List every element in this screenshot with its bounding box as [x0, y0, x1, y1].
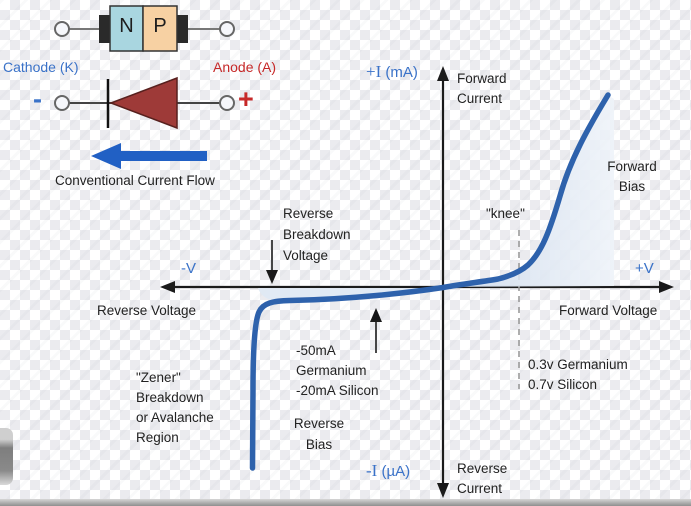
symbol-right-terminal [219, 95, 235, 111]
iv-curve [249, 92, 611, 471]
plus-i-symbol: +I [366, 62, 382, 81]
minus-i-symbol: -I [366, 461, 378, 480]
minus-i-unit: (µA) [377, 463, 411, 480]
n-region [109, 5, 144, 52]
y-axis-bottom-arrowhead [437, 483, 449, 498]
current-flow-caption: Conventional Current Flow [55, 173, 215, 188]
anode-triangle [108, 76, 178, 130]
bottom-edge-bar [0, 499, 691, 506]
reverse-voltage-label: Reverse Voltage [97, 303, 197, 318]
cathode-label: Cathode (K) [3, 59, 79, 75]
reverse-current-arrow [370, 308, 382, 353]
x-axis-right-arrowhead [659, 281, 674, 293]
diode-symbol [54, 76, 235, 130]
reverse-bias-label: Reverse Bias [293, 416, 345, 452]
x-axis-positive-label: +V [635, 260, 654, 277]
symbol-left-terminal [54, 95, 70, 111]
np-package [54, 5, 235, 52]
forward-bias-label: Forward Bias [607, 159, 657, 194]
anode-plus-sign: + [238, 84, 254, 114]
x-axis-negative-label: -V [181, 260, 196, 277]
breakdown-voltage-arrow [266, 240, 278, 284]
reverse-current-label: Reverse Current [457, 461, 508, 496]
cathode-minus-sign: - [33, 84, 42, 114]
left-edge-artifact [0, 428, 13, 485]
y-axis [437, 66, 449, 498]
p-region [142, 5, 178, 52]
plus-i-unit: (mA) [381, 64, 418, 81]
x-axis-left-arrowhead [160, 281, 175, 293]
package-left-terminal [54, 21, 70, 37]
knee-label: "knee" [486, 206, 525, 221]
forward-voltage-values-label: 0.3v Germanium 0.7v Silicon [528, 357, 628, 392]
x-axis [160, 281, 674, 293]
current-flow-arrow [91, 143, 207, 169]
y-axis-negative-label: -I (µA) [366, 461, 410, 482]
forward-current-label: Forward Current [457, 71, 507, 106]
forward-voltage-label: Forward Voltage [559, 303, 658, 318]
package-right-band [177, 15, 188, 43]
zener-region-label: "Zener" Breakdown or Avalanche Region [136, 370, 214, 445]
reverse-current-values-label: -50mA Germanium -20mA Silicon [296, 343, 379, 398]
package-right-terminal [219, 21, 235, 37]
forward-bias-fill [443, 95, 614, 287]
y-axis-positive-label: +I (mA) [366, 62, 418, 83]
y-axis-top-arrowhead [437, 66, 449, 81]
p-region-label: P [153, 15, 167, 37]
n-region-label: N [119, 15, 134, 37]
package-left-band [99, 15, 110, 43]
anode-label: Anode (A) [213, 59, 277, 75]
reverse-breakdown-voltage-label: Reverse Breakdown Voltage [283, 206, 351, 263]
